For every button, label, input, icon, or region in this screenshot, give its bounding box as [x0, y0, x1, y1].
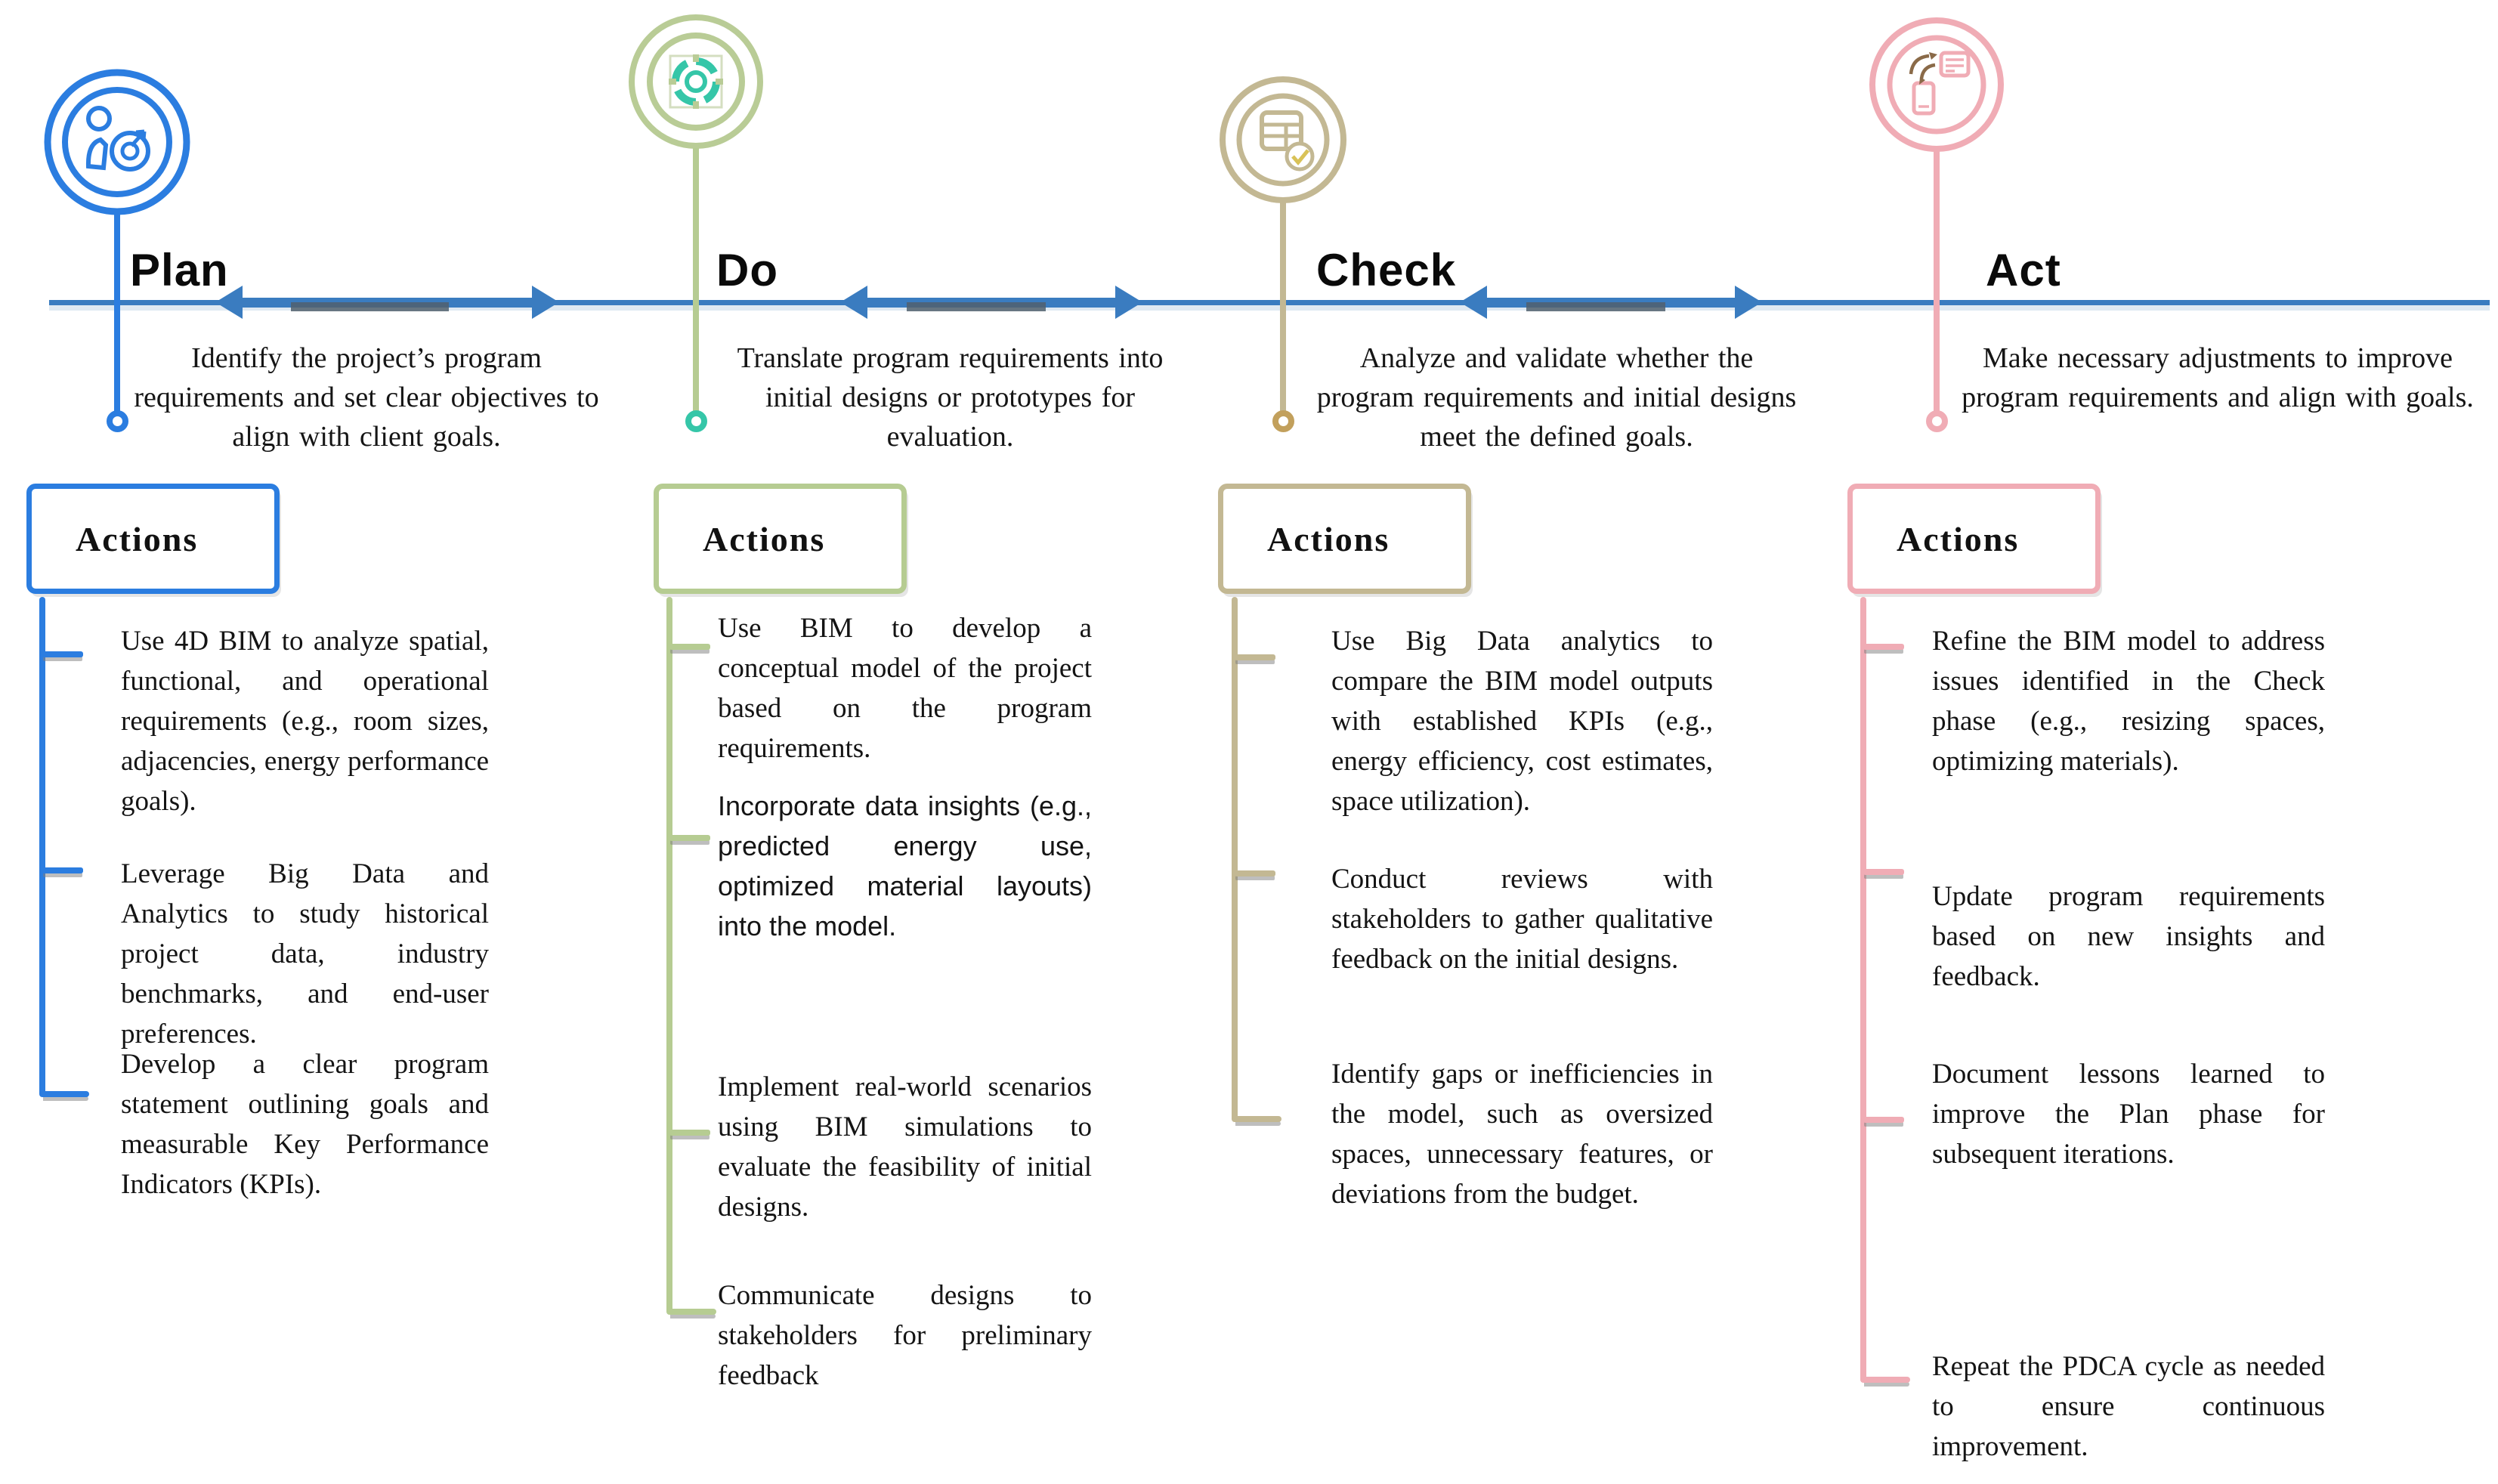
arrow-right-head-icon [1735, 286, 1762, 319]
check-action-item: Identify gaps or inefficiencies in the m… [1331, 1059, 1713, 1210]
check-bracket-line [1232, 597, 1238, 1122]
act-bullet-tick [1863, 644, 1904, 650]
act-bullet-tick [1863, 1117, 1904, 1123]
check-action-item: Use Big Data analytics to compare the BI… [1331, 626, 1713, 817]
act-actions-box: Actions [1847, 484, 2101, 594]
do-connector-endpoint [685, 410, 707, 432]
do-action-item: Communicate designs to stakeholders for … [718, 1280, 1092, 1391]
do-bracket-line [666, 597, 672, 1315]
bidirectional-arrow-do-check [840, 286, 1142, 319]
plan-actions-box: Actions [26, 484, 280, 594]
check-action-item: Conduct reviews with stakeholders to gat… [1331, 864, 1713, 975]
plan-title: Plan [130, 245, 229, 295]
do-action-item: Incorporate data insights (e.g., predict… [718, 790, 1092, 941]
do-connector-line [693, 148, 699, 416]
arrow-right-head-icon [532, 286, 559, 319]
person-target-icon [42, 66, 193, 218]
plan-bracket-end [42, 1091, 89, 1097]
timeline-line [49, 300, 2490, 305]
check-description: Analyze and validate whether the program… [1316, 342, 1797, 453]
plan-action-item: Leverage Big Data and Analytics to study… [121, 858, 489, 1050]
act-bracket-end [1863, 1377, 1910, 1383]
do-action-item: Implement real-world scenarios using BIM… [718, 1071, 1092, 1223]
check-bullet-tick [1235, 654, 1275, 660]
act-action-item: Repeat the PDCA cycle as needed to ensur… [1932, 1351, 2325, 1462]
plan-action-item: Develop a clear program statement outlin… [121, 1049, 489, 1200]
plan-description: Identify the project’s program requireme… [134, 342, 599, 453]
plan-bullet-tick [42, 867, 83, 873]
check-actions-box: Actions [1218, 484, 1471, 594]
do-actions-box: Actions [654, 484, 907, 594]
do-action-item: Use BIM to develop a conceptual model of… [718, 613, 1092, 764]
act-action-item: Update program requirements based on new… [1932, 881, 2325, 992]
act-bullet-tick [1863, 869, 1904, 875]
plan-connector-endpoint [107, 410, 128, 432]
do-title: Do [716, 245, 778, 295]
do-actions-label: Actions [703, 519, 826, 558]
act-action-item: Document lessons learned to improve the … [1932, 1059, 2325, 1170]
do-description: Translate program requirements into init… [737, 342, 1164, 453]
do-bracket-end [669, 1309, 716, 1315]
do-bullet-tick [669, 644, 710, 650]
act-connector-line [1934, 151, 1940, 416]
database-check-icon [1207, 64, 1359, 215]
bidirectional-arrow-plan-do [215, 286, 559, 319]
plan-connector-line [114, 210, 120, 416]
plan-bracket-line [39, 597, 45, 1097]
do-bullet-tick [669, 1130, 710, 1136]
plan-bullet-tick [42, 651, 83, 657]
gear-wheel-icon [620, 6, 771, 157]
do-bullet-tick [669, 835, 710, 841]
check-bracket-end [1235, 1116, 1281, 1122]
arrow-right-head-icon [1115, 286, 1142, 319]
plan-action-item: Use 4D BIM to analyze spatial, functiona… [121, 626, 489, 817]
act-title: Act [1986, 245, 2061, 295]
act-actions-label: Actions [1897, 519, 2020, 558]
check-title: Check [1316, 245, 1457, 295]
bidirectional-arrow-check-act [1460, 286, 1762, 319]
plan-actions-label: Actions [76, 519, 199, 558]
device-sync-icon [1861, 9, 2012, 160]
act-action-item: Refine the BIM model to address issues i… [1932, 626, 2325, 777]
act-bracket-line [1860, 597, 1866, 1383]
check-connector-line [1280, 198, 1286, 416]
act-connector-endpoint [1926, 410, 1948, 432]
check-connector-endpoint [1272, 410, 1294, 432]
check-bullet-tick [1235, 870, 1275, 876]
check-actions-label: Actions [1267, 519, 1390, 558]
act-description: Make necessary adjustments to improve pr… [1962, 342, 2474, 413]
